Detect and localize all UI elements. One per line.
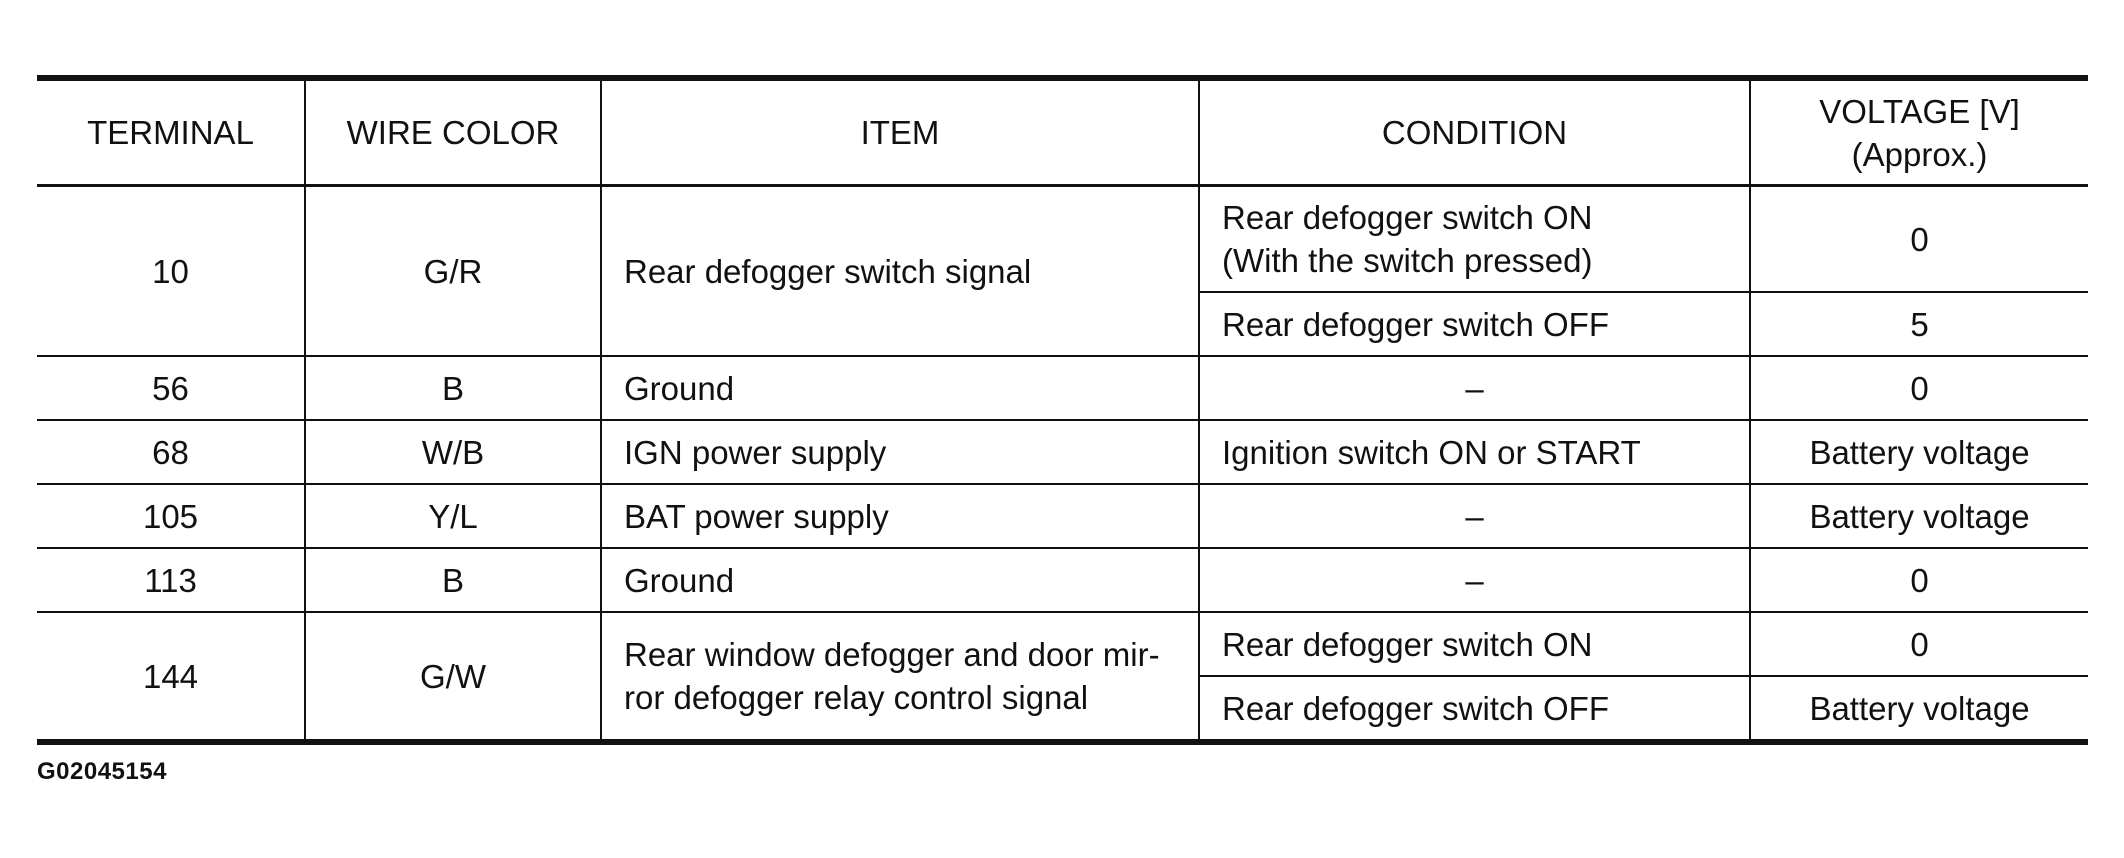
cell-wire-color: W/B (304, 419, 602, 485)
cell-condition: Rear defogger switch ON (1198, 611, 1751, 677)
cell-voltage: Battery voltage (1749, 483, 2088, 549)
cell-condition: Rear defogger switch ON (With the switch… (1198, 184, 1751, 293)
header-voltage-line1: VOLTAGE [V] (1819, 92, 2020, 130)
cell-voltage: Battery voltage (1749, 675, 2088, 743)
cell-item: Ground (600, 547, 1200, 613)
cell-condition: – (1198, 483, 1751, 549)
table-row-terminal-10-b: Rear defogger switch OFF 5 (37, 291, 2088, 357)
cell-item-line2: ror defogger relay control signal (624, 679, 1089, 716)
table-row-terminal-105: 105 Y/L BAT power supply – Battery volta… (37, 483, 2088, 549)
header-voltage: VOLTAGE [V] (Approx.) (1749, 77, 2088, 187)
cell-voltage: 0 (1749, 547, 2088, 613)
cell-item: BAT power supply (600, 483, 1200, 549)
cell-voltage: 0 (1749, 355, 2088, 421)
cell-condition: Ignition switch ON or START (1198, 419, 1751, 485)
cell-terminal: 56 (37, 355, 306, 421)
table-row-terminal-56: 56 B Ground – 0 (37, 355, 2088, 421)
table-row-terminal-144-a: 144 G/W Rear window defogger and door mi… (37, 611, 2088, 743)
cell-voltage: 0 (1749, 184, 2088, 293)
cell-terminal: 105 (37, 483, 306, 549)
table-row-terminal-113: 113 B Ground – 0 (37, 547, 2088, 613)
cell-voltage: Battery voltage (1749, 419, 2088, 485)
cell-voltage: 5 (1749, 291, 2088, 357)
table-row-terminal-10-a: 10 G/R Rear defogger switch signal Rear … (37, 184, 2088, 357)
table-row-terminal-144-b: Rear defogger switch OFF Battery voltage (37, 675, 2088, 743)
cell-item-line1: Rear window defogger and door mir- (624, 636, 1160, 673)
cell-wire-color: B (304, 547, 602, 613)
cell-item: Rear defogger switch signal (600, 184, 1200, 357)
terminal-voltage-table-wrap: TERMINAL WIRE COLOR ITEM CONDITION VOLTA… (37, 75, 2088, 745)
header-wire-color: WIRE COLOR (304, 77, 602, 187)
header-item: ITEM (600, 77, 1200, 187)
figure-id: G02045154 (37, 758, 167, 785)
cell-condition: Rear defogger switch OFF (1199, 291, 1751, 357)
cell-wire-color: G/R (304, 184, 602, 357)
cell-wire-color: Y/L (304, 483, 602, 549)
header-terminal: TERMINAL (37, 77, 306, 187)
cell-wire-color: B (304, 355, 602, 421)
cell-voltage: 0 (1749, 611, 2088, 677)
cell-condition: – (1198, 355, 1751, 421)
table-header-row: TERMINAL WIRE COLOR ITEM CONDITION VOLTA… (37, 77, 2088, 187)
table-row-terminal-68: 68 W/B IGN power supply Ignition switch … (37, 419, 2088, 485)
cell-terminal: 10 (37, 184, 306, 357)
cell-condition-line2: (With the switch pressed) (1222, 242, 1593, 279)
cell-condition-line1: Rear defogger switch ON (1222, 199, 1593, 236)
cell-terminal: 144 (37, 611, 306, 743)
cell-terminal: 68 (37, 419, 306, 485)
terminal-voltage-table: TERMINAL WIRE COLOR ITEM CONDITION VOLTA… (37, 75, 2088, 745)
cell-item: Ground (600, 355, 1200, 421)
cell-wire-color: G/W (304, 611, 602, 743)
header-voltage-line2: (Approx.) (1851, 135, 1988, 173)
cell-item: Rear window defogger and door mir- ror d… (600, 611, 1200, 743)
cell-terminal: 113 (37, 547, 306, 613)
cell-item: IGN power supply (600, 419, 1200, 485)
header-condition: CONDITION (1198, 77, 1751, 187)
cell-condition: Rear defogger switch OFF (1199, 675, 1751, 743)
cell-condition: – (1198, 547, 1751, 613)
